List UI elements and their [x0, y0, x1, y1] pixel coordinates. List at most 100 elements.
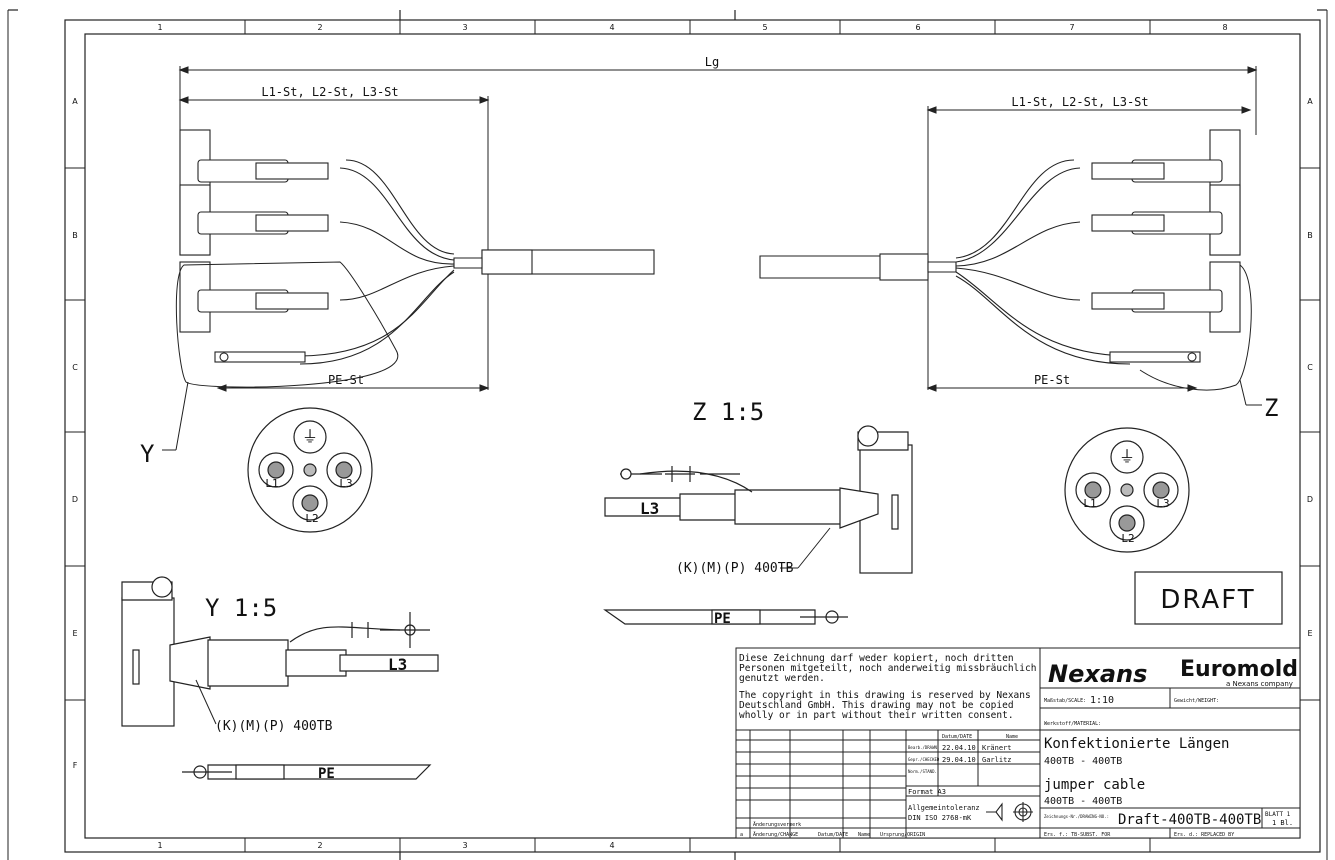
- drawing-no: Draft-400TB-400TB: [1118, 812, 1261, 828]
- face-right-l3: L3: [1156, 497, 1169, 510]
- zone-col-1-top: 1: [157, 23, 162, 32]
- norm-label: Norm./STAND.: [908, 769, 937, 774]
- zone-row-c-right: C: [1307, 363, 1313, 372]
- notice-de-line-3: genutzt werden.: [739, 673, 825, 684]
- zone-row-d-left: D: [72, 495, 78, 504]
- zone-row-e-right: E: [1307, 629, 1312, 638]
- dim-overall-length: Lg: [705, 55, 719, 69]
- detail-y-view: [121, 576, 439, 727]
- copyright-notice: Diese Zeichnung darf weder kopiert, noch…: [739, 653, 1036, 721]
- zone-row-a-left: A: [72, 97, 78, 106]
- drawing-no-label: Zeichnungs-Nr./DRAWING-NO.:: [1044, 814, 1109, 819]
- face-left-l3: L3: [339, 477, 352, 490]
- title-en: jumper cable: [1044, 777, 1145, 793]
- title-block-text: Maßstab/SCALE: 1:10 Gewicht/WEIGHT: Werk…: [740, 695, 1293, 838]
- detail-marker-labels: Y Z: [140, 394, 1278, 468]
- title-de: Konfektionierte Längen: [1044, 736, 1229, 752]
- title-block-symbols: [986, 802, 1033, 822]
- right-cable-assembly: [759, 129, 1262, 406]
- notice-de-line-2: Personen mitgeteilt, noch anderweitig mi…: [739, 663, 1036, 674]
- face-left-earth: ⏚: [302, 427, 318, 446]
- left-cable-assembly: [162, 129, 655, 451]
- drawn-label: Bearb./DRAWN: [908, 745, 937, 750]
- checked-label: Gepr./CHECKED: [908, 757, 940, 762]
- detail-y-pe-pin: [182, 764, 432, 780]
- dimension-labels: Lg L1-St, L2-St, L3-St L1-St, L2-St, L3-…: [261, 55, 1148, 387]
- revision-col-origin: Ursprung/ORIGIN: [880, 832, 925, 838]
- detail-z-labels: Z 1:5 L3 (K)(M)(P) 400TB: [640, 398, 794, 576]
- revision-col-change: Änderung/CHANGE: [753, 831, 798, 838]
- material-label: Werkstoff/MATERIAL:: [1044, 721, 1101, 727]
- detail-y-conductor: L3: [388, 655, 407, 674]
- date-column-head: Datum/DATE: [942, 734, 972, 740]
- zone-col-4-top: 4: [609, 23, 614, 32]
- detail-z-view: [604, 425, 913, 574]
- zone-col-6-top: 6: [915, 23, 920, 32]
- detail-marker-y: Y: [140, 440, 155, 468]
- zone-col-2-bottom: 2: [317, 841, 322, 850]
- nexans-logo: Nexans: [1048, 660, 1147, 688]
- scale-label: Maßstab/SCALE:: [1044, 698, 1086, 704]
- zone-col-8-top: 8: [1222, 23, 1227, 32]
- left-terminal-l3: [179, 261, 329, 333]
- notice-en-line-1: The copyright in this drawing is reserve…: [739, 690, 1031, 701]
- left-terminal-l2: [179, 184, 329, 256]
- revision-col-date: Datum/DATE: [818, 832, 848, 838]
- connector-face-right-labels: ⏚ L1 L3 L2: [1083, 447, 1169, 545]
- checked-date: 29.04.10: [942, 756, 976, 764]
- subtitle-en: 400TB - 400TB: [1044, 796, 1122, 807]
- detail-y-part: (K)(M)(P) 400TB: [215, 719, 333, 734]
- detail-z-pe-pin: [603, 609, 848, 625]
- drawing-frame: [7, 9, 1328, 860]
- zone-row-d-right: D: [1307, 495, 1313, 504]
- subtitle-de: 400TB - 400TB: [1044, 756, 1122, 767]
- connector-face-left-labels: ⏚ L1 L3 L2: [265, 427, 352, 525]
- euromold-subtitle: a Nexans company: [1226, 680, 1293, 688]
- revision-status: Änderungsvermerk: [753, 821, 801, 828]
- replaced-by: Ers. d.: REPLACED BY: [1174, 832, 1234, 838]
- notice-en-line-3: wholly or in part without their written …: [739, 710, 1014, 721]
- checked-name: Garlitz: [982, 756, 1012, 764]
- connector-face-right: [1064, 427, 1190, 553]
- scale-value: 1:10: [1090, 695, 1114, 706]
- detail-z-conductor: L3: [640, 499, 659, 518]
- format-label: Format A3: [908, 788, 946, 796]
- revision-col-name: Name: [858, 832, 870, 838]
- zone-col-7-top: 7: [1069, 23, 1074, 32]
- dim-right-pe-leg: PE-St: [1034, 373, 1070, 387]
- draft-stamp-box: [1134, 571, 1283, 625]
- zone-row-a-right: A: [1307, 97, 1313, 106]
- right-terminal-l2: [1091, 184, 1241, 256]
- zone-labels: 1 2 3 4 5 6 7 8 1 2 3 4 A B C D E F A B …: [72, 23, 1313, 850]
- connector-face-left: [247, 407, 373, 533]
- brand-area: Nexans Euromold a Nexans company: [1048, 657, 1298, 688]
- face-right-l1: L1: [1083, 497, 1096, 510]
- face-left-l2: L2: [305, 512, 318, 525]
- detail-marker-z: Z: [1264, 394, 1278, 422]
- sheet-label: BLATT 1: [1265, 811, 1291, 818]
- draft-stamp: DRAFT: [1160, 585, 1255, 615]
- detail-z-pe-label: PE: [714, 611, 731, 627]
- dimension-lines: [178, 66, 1258, 392]
- euromold-brand: Euromold: [1180, 657, 1298, 682]
- face-right-earth: ⏚: [1119, 447, 1135, 466]
- replaces-for: Ers. f.: TB-SUBST. FOR: [1044, 832, 1111, 838]
- sheet-value: 1 Bl.: [1272, 819, 1293, 827]
- notice-en-line-2: Deutschland GmbH. This drawing may not b…: [739, 700, 1014, 711]
- face-left-l1: L1: [265, 477, 278, 490]
- drawn-date: 22.04.10: [942, 744, 976, 752]
- zone-row-b-left: B: [72, 231, 78, 240]
- zone-row-c-left: C: [72, 363, 78, 372]
- zone-row-e-left: E: [72, 629, 77, 638]
- name-column-head: Name: [1006, 734, 1018, 740]
- tolerance-line-2: DIN ISO 2768-mK: [908, 814, 972, 822]
- dim-right-phase-leg: L1-St, L2-St, L3-St: [1011, 95, 1148, 109]
- zone-col-2-top: 2: [317, 23, 322, 32]
- zone-col-1-bottom: 1: [157, 841, 162, 850]
- zone-col-3-bottom: 3: [462, 841, 467, 850]
- zone-col-4-bottom: 4: [609, 841, 614, 850]
- zone-grid: [65, 20, 1320, 852]
- weight-label: Gewicht/WEIGHT:: [1174, 698, 1219, 704]
- detail-y-title: Y 1:5: [205, 594, 277, 622]
